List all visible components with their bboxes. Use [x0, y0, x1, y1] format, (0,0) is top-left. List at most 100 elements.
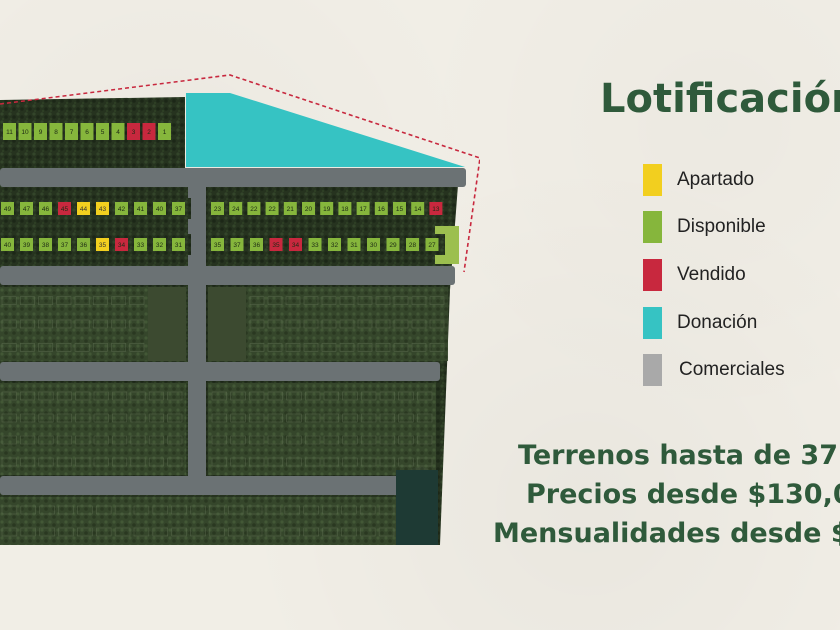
- lot-number: 33: [137, 242, 145, 249]
- lot-marker: [153, 238, 166, 251]
- lot-right_row1-7[interactable]: 18: [338, 202, 352, 215]
- lower-lot-cell: [1, 391, 17, 401]
- lot-right_row2-7[interactable]: 31: [347, 238, 361, 251]
- lot-right_row1-2[interactable]: 22: [247, 202, 261, 215]
- lot-number: 38: [42, 242, 50, 249]
- lot-right_row1-0[interactable]: 23: [211, 202, 224, 215]
- lot-top_row-0[interactable]: 11: [3, 123, 16, 140]
- legend-swatch-disponible: [643, 211, 662, 243]
- lot-left_row2-3[interactable]: 37: [58, 238, 71, 251]
- lot-number: 35: [214, 242, 222, 249]
- lot-left_row1-9[interactable]: 37: [172, 202, 185, 215]
- lower-lot-cell: [249, 296, 265, 305]
- lot-right_row1-4[interactable]: 21: [283, 202, 297, 215]
- lot-right_row2-8[interactable]: 30: [367, 238, 380, 251]
- lot-left_row1-5[interactable]: 43: [96, 202, 109, 215]
- lot-left_row1-2[interactable]: 46: [39, 202, 52, 215]
- lower-lot-cell: [38, 343, 54, 352]
- lot-marker: [211, 202, 224, 215]
- lot-right_row1-3[interactable]: 22: [265, 202, 279, 215]
- lower-lot-cell: [130, 435, 146, 445]
- lot-left_row2-4[interactable]: 36: [77, 238, 90, 251]
- lot-number: 45: [61, 206, 69, 213]
- lot-left_row2-2[interactable]: 38: [39, 238, 52, 251]
- lot-left_row2-9[interactable]: 31: [172, 238, 185, 251]
- lot-left_row1-4[interactable]: 44: [77, 202, 90, 215]
- lower-lot-cell: [342, 435, 358, 445]
- lot-left_row1-3[interactable]: 45: [58, 202, 71, 215]
- lower-lot-cell: [342, 413, 358, 423]
- lot-left_row1-1[interactable]: 47: [20, 202, 33, 215]
- lot-right_row2-10[interactable]: 28: [406, 238, 419, 251]
- lot-right_row1-1[interactable]: 24: [229, 202, 243, 215]
- lot-top_row-8[interactable]: 3: [127, 123, 140, 140]
- lot-right_row1-11[interactable]: 14: [411, 202, 425, 215]
- lower-lot-cell: [56, 319, 72, 329]
- lot-top_row-7[interactable]: 4: [111, 123, 125, 140]
- lot-number: 6: [85, 129, 89, 136]
- lot-number: 49: [4, 206, 12, 213]
- lot-left_row2-5[interactable]: 35: [96, 238, 109, 251]
- lower-lot-cell: [357, 343, 373, 352]
- lower-lot-cell: [130, 457, 146, 467]
- lot-right_row1-9[interactable]: 16: [374, 202, 388, 215]
- lot-number: 8: [54, 129, 58, 136]
- lot-right_row2-6[interactable]: 32: [328, 238, 341, 251]
- lower-lot-cell: [323, 391, 339, 401]
- lot-right_row1-10[interactable]: 15: [393, 202, 406, 215]
- lot-left_row2-7[interactable]: 33: [134, 238, 147, 251]
- lower-lot-cell: [393, 319, 409, 329]
- lower-lot-cell: [305, 457, 321, 467]
- lot-number: 22: [268, 206, 276, 213]
- lot-right_row2-1[interactable]: 37: [230, 238, 244, 251]
- lot-marker: [96, 123, 109, 140]
- lot-number: 44: [80, 206, 88, 213]
- lot-marker: [153, 202, 166, 215]
- lot-number: 3: [132, 129, 136, 136]
- lot-left_row2-8[interactable]: 32: [153, 238, 166, 251]
- lot-left_row1-6[interactable]: 42: [115, 202, 128, 215]
- lower-lot-cell: [148, 391, 164, 401]
- lot-right_row1-12[interactable]: 13: [429, 202, 443, 215]
- lower-lot-cell: [323, 413, 339, 423]
- lot-marker: [49, 123, 63, 140]
- lot-right_row2-4[interactable]: 34: [289, 238, 302, 251]
- lot-top_row-9[interactable]: 2: [142, 123, 156, 140]
- lot-left_row2-1[interactable]: 39: [20, 238, 33, 251]
- lot-right_row1-6[interactable]: 19: [320, 202, 334, 215]
- lot-right_row2-3[interactable]: 35: [269, 238, 283, 251]
- lot-right_row2-11[interactable]: 27: [425, 238, 439, 251]
- info-line-price: Precios desde $130,0: [526, 479, 840, 510]
- lower-lot-cell: [417, 391, 433, 401]
- lower-lot-cell: [112, 457, 128, 467]
- lot-left_row2-6[interactable]: 34: [115, 238, 128, 251]
- lower-lot-cell: [230, 435, 246, 445]
- lot-right_row2-5[interactable]: 33: [308, 238, 322, 251]
- lot-marker: [247, 202, 261, 215]
- lower-lot-cell: [19, 343, 35, 352]
- lower-lot-cell: [303, 296, 319, 305]
- lot-right_row1-5[interactable]: 20: [302, 202, 315, 215]
- lot-top_row-2[interactable]: 9: [34, 123, 47, 140]
- lot-left_row1-0[interactable]: 49: [1, 202, 14, 215]
- lot-top_row-6[interactable]: 5: [96, 123, 109, 140]
- lot-top_row-5[interactable]: 6: [80, 123, 94, 140]
- lot-left_row1-8[interactable]: 40: [153, 202, 166, 215]
- info-line-lot-size: Terrenos hasta de 37: [518, 440, 838, 471]
- lot-left_row1-7[interactable]: 41: [134, 202, 147, 215]
- lot-right_row1-8[interactable]: 17: [356, 202, 370, 215]
- lot-right_row2-2[interactable]: 36: [250, 238, 263, 251]
- lower-lot-cell: [305, 435, 321, 445]
- lower-lot-cell: [375, 319, 391, 329]
- lot-top_row-1[interactable]: 10: [18, 123, 32, 140]
- lot-number: 22: [250, 206, 258, 213]
- lower-lot-cell: [429, 343, 445, 352]
- lower-lot-cell: [249, 391, 265, 401]
- lot-top_row-3[interactable]: 8: [49, 123, 63, 140]
- lot-right_row2-0[interactable]: 35: [211, 238, 224, 251]
- lot-top_row-4[interactable]: 7: [65, 123, 78, 140]
- lot-left_row2-0[interactable]: 40: [1, 238, 14, 251]
- lot-top_row-10[interactable]: 1: [158, 123, 171, 140]
- lot-number: 17: [359, 206, 367, 213]
- lot-right_row2-9[interactable]: 29: [386, 238, 400, 251]
